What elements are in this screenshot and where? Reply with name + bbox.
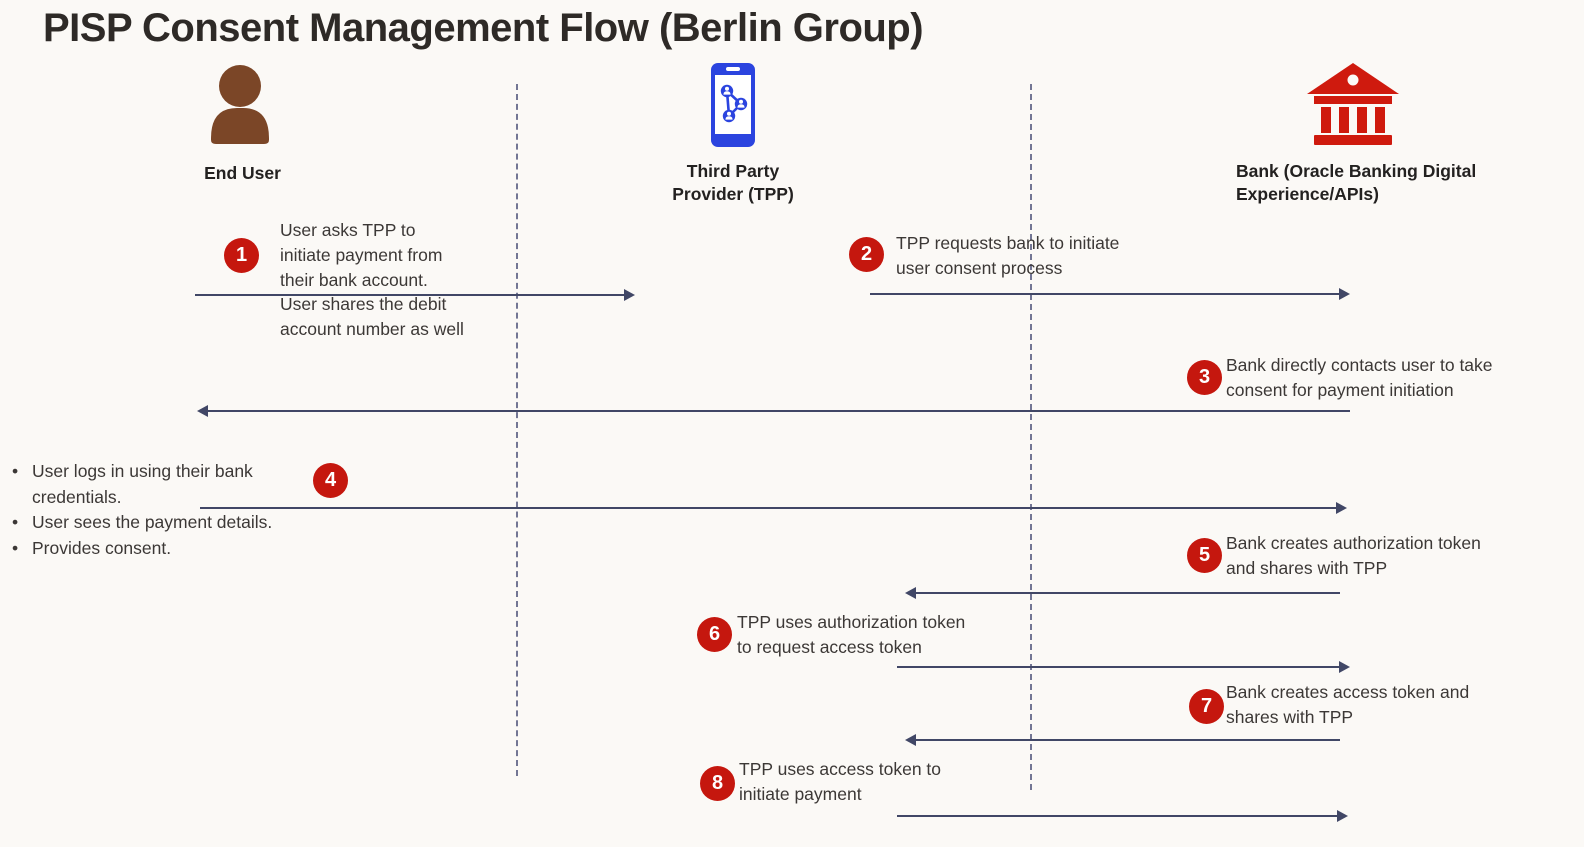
step-2-number: 2	[860, 243, 873, 265]
step-2-text: TPP requests bank to initiate user conse…	[896, 233, 1120, 278]
step-7-badge: 7	[1189, 689, 1224, 724]
lifeline-divider-tpp-bank	[1030, 84, 1032, 790]
step-1-text: User asks TPP to initiate payment from t…	[280, 220, 464, 340]
step-4-number: 4	[324, 469, 337, 491]
actor-end-user	[205, 64, 275, 149]
step-4-bullet-3: Provides consent.	[8, 536, 320, 562]
step-5-badge: 5	[1187, 538, 1222, 573]
actor-label-bank: Bank (Oracle Banking Digital Experience/…	[1236, 161, 1477, 204]
phone-network-icon	[711, 63, 755, 147]
step-6-arrow	[897, 661, 1350, 673]
arrow-head-right-icon	[1337, 810, 1348, 822]
lifeline-divider-user-tpp	[516, 84, 518, 776]
actor-tpp	[710, 62, 756, 153]
arrow-head-left-icon	[905, 734, 916, 746]
arrow-head-right-icon	[1339, 288, 1350, 300]
step-7-arrow	[905, 734, 1340, 746]
step-6-badge: 6	[697, 617, 732, 652]
step-7-number: 7	[1200, 695, 1213, 717]
step-8-text: TPP uses access token to initiate paymen…	[739, 759, 942, 804]
step-3-badge: 3	[1187, 360, 1222, 395]
step-3-arrow	[197, 405, 1350, 417]
step-6-text: TPP uses authorization token to request …	[737, 612, 966, 657]
person-icon	[211, 65, 269, 144]
step-8-number: 8	[711, 772, 724, 794]
page-title: PISP Consent Management Flow (Berlin Gro…	[43, 6, 924, 50]
step-3-number: 3	[1198, 366, 1211, 388]
step-8-badge: 8	[700, 766, 735, 801]
step-5-number: 5	[1198, 544, 1211, 566]
step-8-arrow	[897, 810, 1348, 822]
step-1-arrow	[195, 289, 635, 301]
step-2-badge: 2	[849, 237, 884, 272]
step-5-text: Bank creates authorization token and sha…	[1226, 533, 1481, 578]
step-4-bullet-1: User logs in using their bank credential…	[8, 459, 320, 510]
actor-label-tpp: Third Party Provider (TPP)	[672, 161, 794, 204]
step-1-badge: 1	[224, 238, 259, 273]
arrow-head-right-icon	[1336, 502, 1347, 514]
step-5-arrow	[905, 587, 1340, 599]
step-1-number: 1	[235, 244, 248, 266]
step-4-arrow	[200, 502, 1347, 514]
actor-bank	[1307, 63, 1399, 150]
arrow-head-left-icon	[905, 587, 916, 599]
step-3-text: Bank directly contacts user to take cons…	[1226, 355, 1493, 400]
arrow-head-right-icon	[624, 289, 635, 301]
step-4-bullet-list: User logs in using their bank credential…	[8, 459, 320, 561]
bank-building-icon	[1307, 63, 1399, 145]
step-7-text: Bank creates access token and shares wit…	[1226, 682, 1470, 727]
step-4-badge: 4	[313, 463, 348, 498]
arrow-head-left-icon	[197, 405, 208, 417]
arrow-head-right-icon	[1339, 661, 1350, 673]
step-2-arrow	[870, 288, 1350, 300]
step-4-bullet-2: User sees the payment details.	[8, 510, 320, 536]
step-6-number: 6	[708, 623, 721, 645]
actor-label-end-user: End User	[204, 163, 281, 183]
